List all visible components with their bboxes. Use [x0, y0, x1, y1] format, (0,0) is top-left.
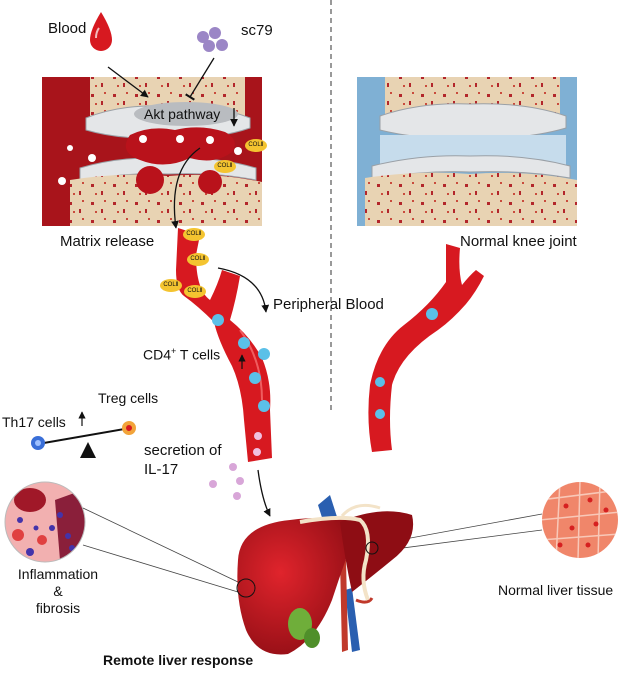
matrix-release-arrow	[171, 147, 201, 229]
cd4-text: CD4	[143, 346, 172, 363]
blood-to-akt-arrow	[107, 66, 149, 98]
t-cells-right	[375, 308, 438, 419]
sc79-molecule-icon	[197, 27, 228, 52]
th17-treg-balance	[31, 421, 136, 458]
inflammation-line1: Inflammation	[17, 566, 99, 582]
remote-liver-label: Remote liver response	[103, 652, 254, 668]
right-blood-vessel	[368, 244, 484, 452]
inflamed-knee-joint	[42, 77, 262, 226]
normal-knee-joint	[357, 77, 577, 226]
peripheral-blood-arrow	[217, 267, 270, 313]
blood-drop-icon	[90, 12, 112, 51]
il17-to-liver-arrow	[257, 469, 271, 517]
inflammation-line2: &	[53, 583, 63, 599]
t-cells-text: T cells	[176, 346, 221, 363]
normal-knee-label: Normal knee joint	[460, 233, 577, 250]
liver-illustration	[236, 495, 414, 655]
normal-liver-label: Normal liver tissue	[498, 582, 614, 598]
cd4-t-cells-left	[212, 314, 270, 412]
cd4-t-cells-label: CD4+ T cells	[143, 346, 220, 363]
inflammation-line3: fibrosis	[35, 600, 81, 616]
sc79-label: sc79	[241, 22, 273, 39]
blood-label: Blood	[48, 20, 87, 37]
coli-tag: COLⅡ	[245, 139, 267, 152]
sc79-to-akt-inhibit	[185, 57, 215, 101]
coli-tag: COLⅡ	[184, 285, 206, 298]
matrix-release-label: Matrix release	[60, 233, 155, 250]
il17-molecules	[209, 463, 244, 500]
peripheral-blood-label: Peripheral Blood	[273, 296, 384, 313]
inflammation-label: Inflammation & fibrosis	[6, 566, 110, 617]
coli-tag: COLⅡ	[187, 253, 209, 266]
secretion-label: secretion of	[144, 442, 222, 459]
inflamed-liver-tissue-zoom	[4, 481, 86, 563]
cd4-superscript: +	[171, 346, 177, 356]
akt-pathway-label: Akt pathway	[144, 106, 221, 122]
coli-tag: COLⅡ	[160, 279, 182, 292]
coli-tag: COLⅡ	[183, 228, 205, 241]
coli-tag: COLⅡ	[214, 160, 236, 173]
il17-label: IL-17	[144, 461, 179, 478]
treg-label: Treg cells	[98, 390, 159, 406]
normal-liver-tissue-zoom	[542, 482, 618, 558]
th17-label: Th17 cells	[2, 414, 66, 430]
